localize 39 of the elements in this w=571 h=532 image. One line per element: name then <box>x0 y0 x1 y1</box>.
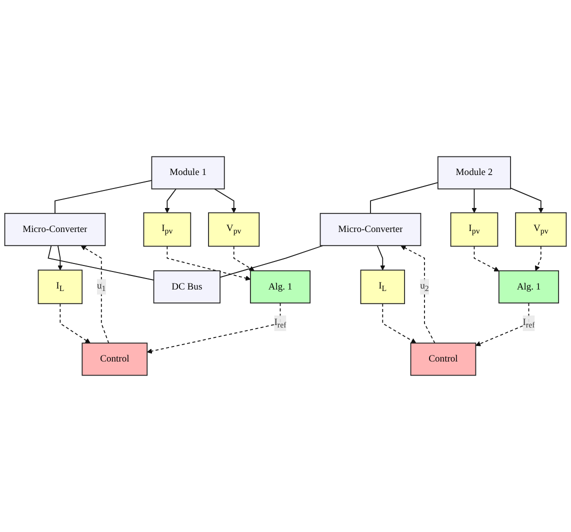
node-box: I$_{L}$ <box>38 270 83 304</box>
arrow <box>146 302 281 354</box>
arrow <box>475 302 530 346</box>
arrow <box>400 245 436 344</box>
node-box: I$_{L}$ <box>360 270 406 304</box>
arrow <box>474 246 500 272</box>
node-box: Alg. 1 <box>498 270 560 304</box>
arrow <box>57 245 63 270</box>
arrow <box>60 303 90 344</box>
node-box: Module 2 <box>437 156 511 190</box>
node-box: Control <box>410 342 476 376</box>
arrow <box>472 188 477 213</box>
arrow <box>80 245 110 344</box>
node-box: I$_{pv}$ <box>450 212 498 247</box>
node-box: V$_{pv}$ <box>515 212 567 247</box>
edge-label: u$_{1}$ <box>97 280 106 293</box>
edge-label: I$_{ref}$ <box>274 317 286 330</box>
arrow <box>510 188 544 213</box>
connector <box>48 245 154 280</box>
connector <box>54 180 152 214</box>
node-box: DC Bus <box>153 270 220 304</box>
arrow <box>166 246 251 281</box>
node-box: Module 1 <box>151 156 225 190</box>
arrow <box>214 188 236 213</box>
arrow <box>164 188 176 213</box>
node-box: Control <box>82 342 148 376</box>
arrow <box>382 303 416 344</box>
connector <box>220 245 324 278</box>
node-box: Alg. 1 <box>250 270 311 304</box>
node-box: Micro-Converter <box>4 212 106 246</box>
edge-label: u$_{2}$ <box>420 280 429 293</box>
arrow <box>535 246 542 271</box>
node-box: I$_{pv}$ <box>143 212 192 247</box>
arrow <box>376 245 386 270</box>
node-box: Micro-Converter <box>320 212 422 246</box>
node-box: V$_{pv}$ <box>208 212 260 247</box>
connector <box>370 182 438 214</box>
arrow <box>233 246 254 271</box>
edge-label: I$_{ref}$ <box>522 317 535 330</box>
